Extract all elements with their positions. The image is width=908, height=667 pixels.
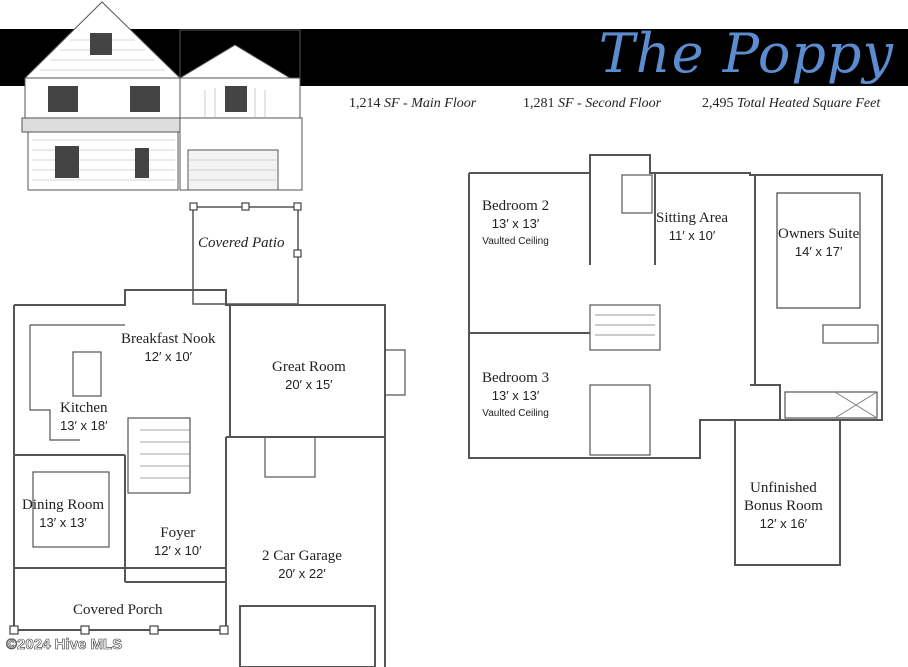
- total-sf: 2,495 Total Heated Square Feet: [702, 96, 881, 111]
- room-sitting-area: Sitting Area 11′ x 10′: [656, 210, 729, 243]
- copyright-watermark: ©2024 Hive MLS: [6, 636, 123, 654]
- room-breakfast-nook: Breakfast Nook 12′ x 10′: [121, 331, 216, 364]
- room-great-room: Great Room 20′ x 15′: [272, 359, 346, 392]
- room-owners-suite: Owners Suite 14′ x 17′: [778, 226, 860, 259]
- room-bedroom-3: Bedroom 3 13′ x 13′ Vaulted Ceiling: [482, 370, 550, 419]
- room-foyer: Foyer 12′ x 10′: [154, 525, 202, 558]
- main-floor-sf: 1,214 SF - Main Floor: [349, 96, 477, 111]
- room-bedroom-2: Bedroom 2 13′ x 13′ Vaulted Ceiling: [482, 198, 550, 247]
- room-covered-porch: Covered Porch: [73, 602, 163, 618]
- room-garage: 2 Car Garage 20′ x 22′: [262, 548, 342, 581]
- house-elevation-illustration: [21, 1, 303, 191]
- room-bonus-room: Unfinished Bonus Room 12′ x 16′: [744, 480, 823, 531]
- room-covered-patio: Covered Patio: [198, 235, 285, 251]
- room-kitchen: Kitchen 13′ x 18′: [60, 400, 108, 433]
- second-floor-sf: 1,281 SF - Second Floor: [523, 96, 662, 111]
- plan-title: The Poppy: [598, 22, 894, 85]
- room-dining-room: Dining Room 13′ x 13′: [22, 497, 105, 530]
